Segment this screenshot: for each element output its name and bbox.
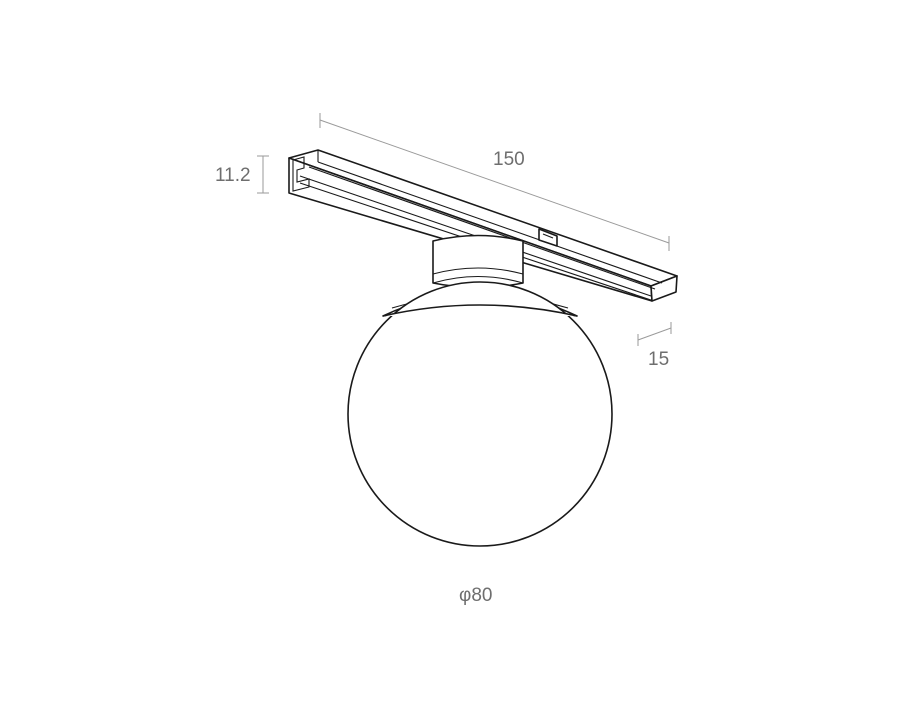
length-dimension (319, 113, 670, 251)
width-dimension (637, 322, 672, 346)
adapter-body (432, 234, 524, 289)
width-label: 15 (648, 349, 670, 370)
height-dimension (257, 155, 269, 194)
diameter-label: φ80 (459, 585, 493, 606)
height-label: 11.2 (215, 165, 251, 186)
glass-globe (347, 281, 613, 547)
length-label: 150 (493, 149, 525, 170)
